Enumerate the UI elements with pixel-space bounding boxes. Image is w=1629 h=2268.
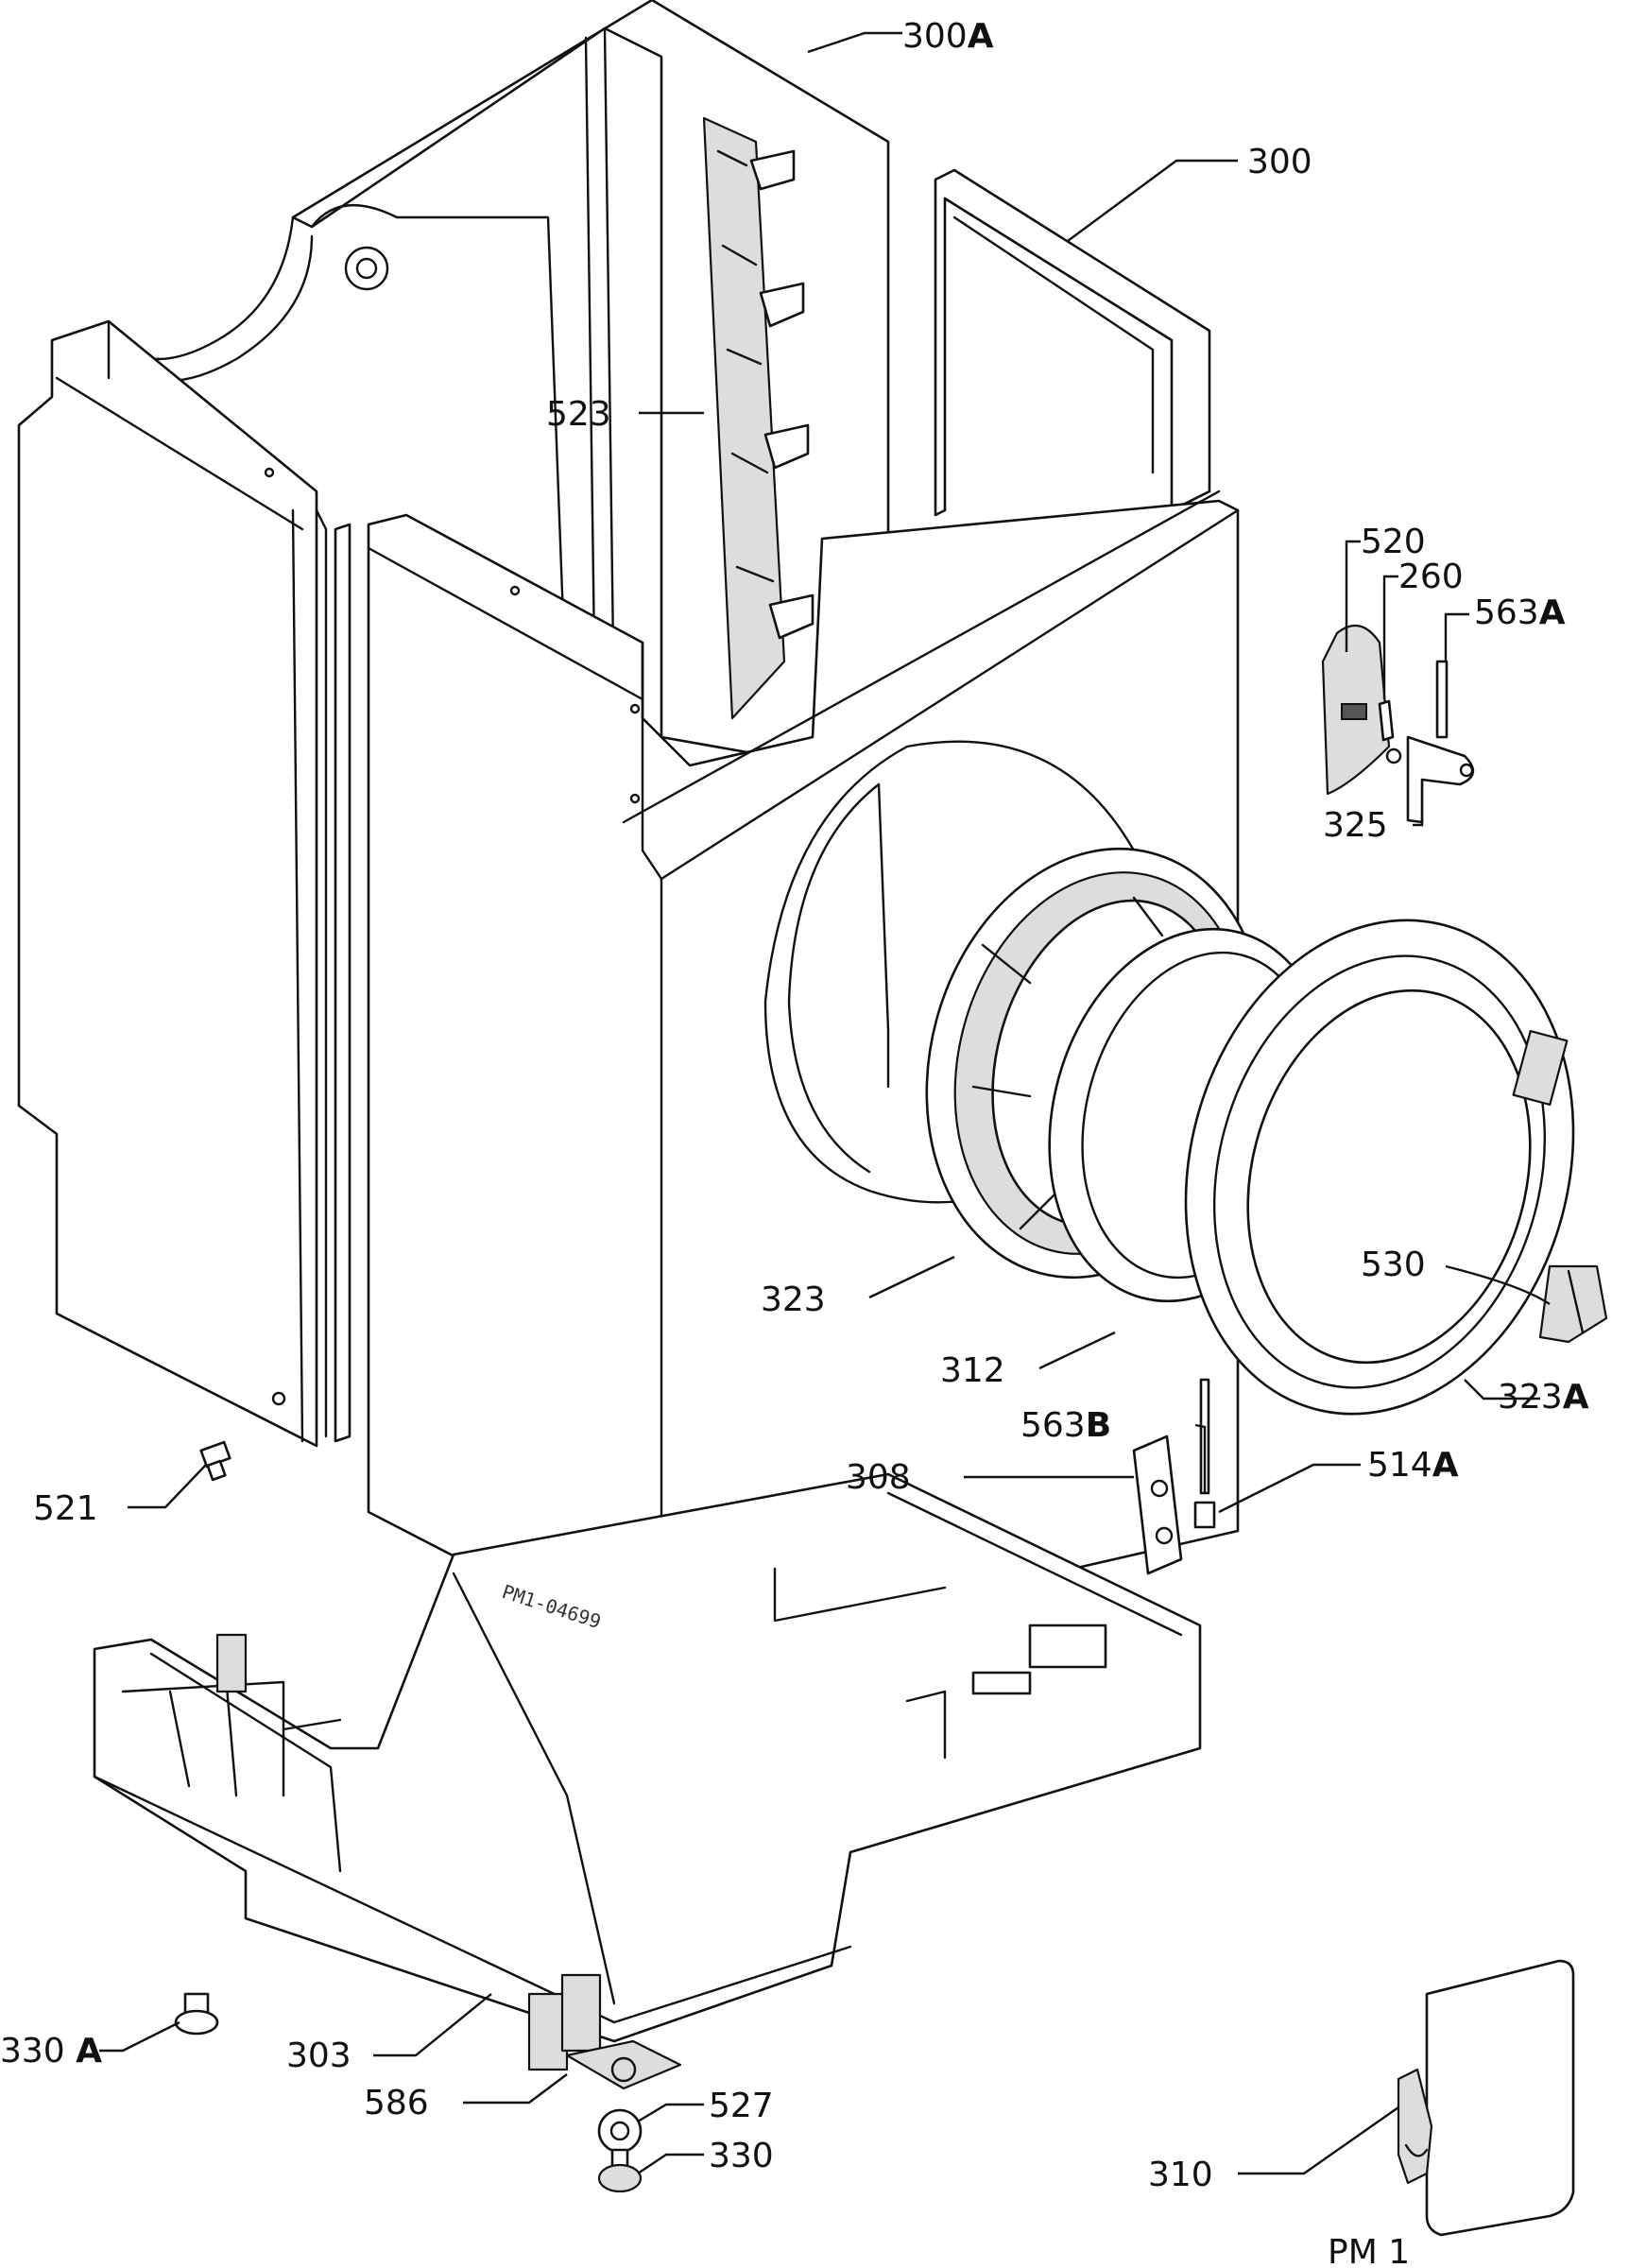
accessory-plate-310: [1397, 1959, 1575, 2237]
base-frame-303: PM1-04699: [93, 1472, 1202, 2071]
door-handle-530: [1538, 1264, 1608, 1344]
callout-label: 323: [761, 1280, 826, 1319]
right-frame-300: [934, 168, 1211, 517]
callout-label: 527: [709, 2087, 774, 2125]
callout-labels: 300A 300 523 520 260 563A 325 530 323 31…: [0, 17, 1589, 2194]
callout-label: 330 A: [0, 2032, 102, 2070]
foot-parts: [174, 1992, 682, 2193]
callout-label: 260: [1398, 558, 1464, 596]
callout-label: 330: [709, 2137, 774, 2175]
callout-label: 303: [286, 2036, 352, 2075]
callout-label: 530: [1361, 1246, 1426, 1284]
callout-label: 523: [546, 395, 611, 434]
callout-label: 563B: [1020, 1406, 1111, 1445]
page-label: PM 1: [1328, 2233, 1410, 2268]
callout-label: 520: [1361, 523, 1426, 561]
callout-label: 325: [1323, 806, 1388, 845]
door-lock-assembly: [1321, 624, 1475, 824]
bracket-rail-523: [702, 116, 814, 720]
callout-label: 300: [1247, 143, 1312, 181]
callout-label: 521: [33, 1489, 98, 1528]
callout-label: 300A: [902, 17, 994, 56]
callout-label: 586: [364, 2084, 429, 2122]
callout-label: 514A: [1367, 1446, 1459, 1485]
leader-lines: [99, 31, 1551, 2175]
callout-label: 310: [1148, 2156, 1213, 2194]
left-side-panel: [17, 319, 352, 1448]
callout-label: 308: [846, 1458, 911, 1497]
callout-label: 323A: [1498, 1378, 1589, 1417]
callout-label: 312: [940, 1351, 1005, 1390]
screw-521: [199, 1440, 231, 1482]
callout-label: 563A: [1474, 593, 1566, 632]
